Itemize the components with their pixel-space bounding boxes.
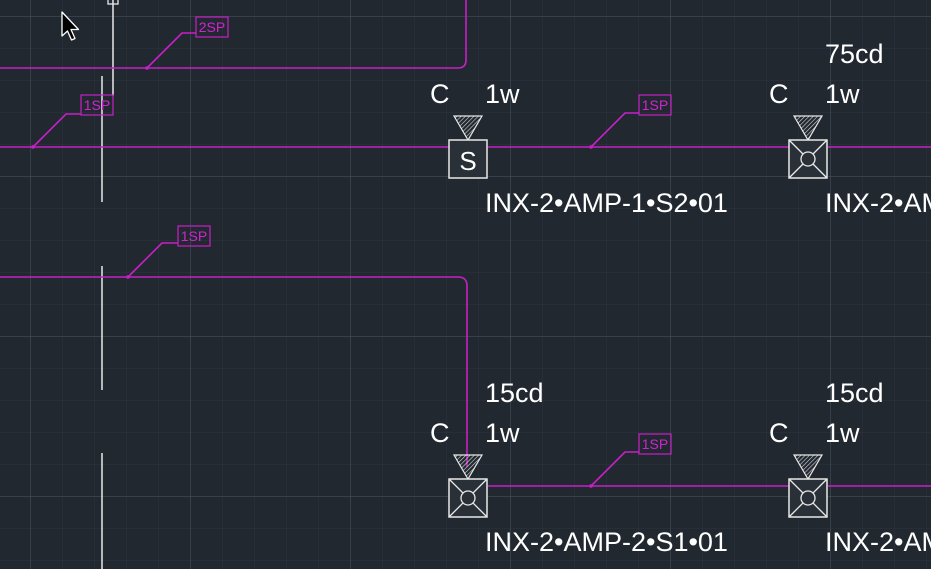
device-wattage-label: 1w <box>485 79 520 109</box>
ceiling-mount-triangle-icon <box>452 115 484 142</box>
speaker-strobe-icon <box>448 478 488 518</box>
tag-label: 1SP <box>84 97 110 113</box>
mouse-pointer-icon <box>61 11 80 41</box>
tag-label: 1SP <box>642 436 668 452</box>
device-type-label: C <box>430 79 450 109</box>
speaker-symbol-letter: S <box>459 146 476 176</box>
speaker-icon <box>448 139 488 179</box>
device-tag-label: INX-2•AMP-1•S2•01 <box>485 188 728 218</box>
vertical-riser-lines <box>101 0 119 569</box>
speaker-strobe-icon <box>788 478 828 518</box>
circuit-wires[interactable] <box>0 0 931 487</box>
device-speaker-s2-01[interactable]: C 1w S INX-2•AMP-1•S2•01 <box>430 79 728 218</box>
wire-tag-1sp-d[interactable]: 1SP <box>589 433 672 488</box>
device-type-label: C <box>769 79 789 109</box>
ceiling-mount-triangle-icon <box>792 115 824 142</box>
wire-tag-2sp[interactable]: 2SP <box>145 16 229 70</box>
device-tag-label: INX-2•AMP-2•S1•01 <box>485 527 728 557</box>
device-type-label: C <box>769 418 789 448</box>
tag-label: 2SP <box>199 19 225 35</box>
wire-tag-1sp-a[interactable]: 1SP <box>31 94 114 149</box>
tag-label: 1SP <box>642 97 668 113</box>
device-type-label: C <box>430 418 450 448</box>
wire-tag-1sp-c[interactable]: 1SP <box>126 225 211 279</box>
device-candela-label: 15cd <box>825 378 884 408</box>
device-candela-label: 75cd <box>825 39 884 69</box>
ceiling-mount-triangle-icon <box>452 454 484 481</box>
device-speaker-strobe-top-right[interactable]: 75cd C 1w INX-2•AM <box>769 39 931 218</box>
wire-tag-1sp-b[interactable]: 1SP <box>589 94 672 149</box>
device-wattage-label: 1w <box>485 418 520 448</box>
device-wattage-label: 1w <box>825 418 860 448</box>
device-candela-label: 15cd <box>485 378 544 408</box>
ceiling-mount-triangle-icon <box>792 454 824 481</box>
speaker-strobe-icon <box>788 139 828 179</box>
device-speaker-strobe-bottom-right[interactable]: 15cd C 1w INX-2•AM <box>769 378 931 557</box>
device-tag-label: INX-2•AM <box>825 188 931 218</box>
device-speaker-strobe-s1-01[interactable]: 15cd C 1w INX-2•AMP-2•S1•01 <box>430 378 728 557</box>
device-wattage-label: 1w <box>825 79 860 109</box>
device-tag-label: INX-2•AM <box>825 527 931 557</box>
tag-label: 1SP <box>181 228 207 244</box>
